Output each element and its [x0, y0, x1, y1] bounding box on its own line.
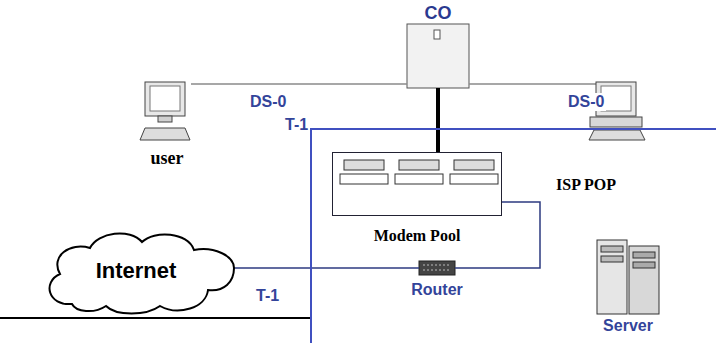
router: Router: [419, 261, 455, 275]
backbone-line: [0, 317, 312, 319]
label-group: Router: [411, 281, 463, 299]
link-label: T-1: [254, 287, 281, 305]
co-cabinet: [407, 24, 469, 88]
internet-cloud: Internet: [38, 226, 234, 316]
co-slot: [434, 30, 440, 39]
modem: [454, 160, 494, 170]
modem-pool-box: Modem Pool: [332, 152, 502, 216]
label-group: Server: [603, 317, 653, 335]
modem-base: [395, 174, 443, 184]
router-ports: [423, 270, 451, 271]
screen: [150, 86, 180, 111]
link-label: DS-0: [248, 93, 288, 111]
isp-pop-region: Modem PoolRouterServerISP POP: [310, 128, 716, 343]
ds0-wire: [469, 83, 596, 85]
cloud-shape: [50, 233, 234, 313]
node-label: user: [151, 148, 184, 169]
server-tower: [597, 240, 627, 314]
drive-bay: [601, 246, 623, 252]
drive-bay: [601, 256, 623, 262]
node-label: Modem Pool: [374, 227, 461, 245]
modem: [344, 160, 384, 170]
monitor: [145, 82, 185, 116]
link-label: T-1: [283, 116, 310, 134]
user-computer: user: [143, 80, 191, 142]
monitor-stand: [158, 116, 172, 122]
router-ports: [423, 265, 451, 266]
server: Server: [594, 238, 662, 316]
label-group: CO: [425, 4, 452, 22]
node-label: CO: [425, 4, 452, 22]
keyboard: [589, 130, 645, 140]
link-line: [455, 202, 540, 268]
link-line: [191, 83, 407, 85]
label-group: ISP POP: [556, 176, 616, 194]
modem-base: [450, 174, 498, 184]
keyboard: [140, 128, 190, 140]
node-label: ISP POP: [556, 176, 616, 194]
drive-bay: [633, 252, 655, 258]
label-group: Modem Pool: [374, 227, 461, 245]
link-line: [234, 267, 419, 269]
modem-base: [340, 174, 388, 184]
link-line: [436, 88, 440, 152]
router-body: [419, 261, 455, 275]
server-tower: [629, 246, 659, 314]
node-label: Router: [411, 281, 463, 299]
link-label: DS-0: [566, 93, 606, 111]
label-group: user: [151, 148, 184, 169]
label-group: Internet: [96, 258, 177, 283]
node-label: Internet: [96, 258, 177, 283]
node-label: Server: [603, 317, 653, 335]
modem: [399, 160, 439, 170]
desktop-case: [590, 117, 642, 127]
drive-bay: [633, 262, 655, 268]
central-office: CO: [407, 24, 469, 88]
